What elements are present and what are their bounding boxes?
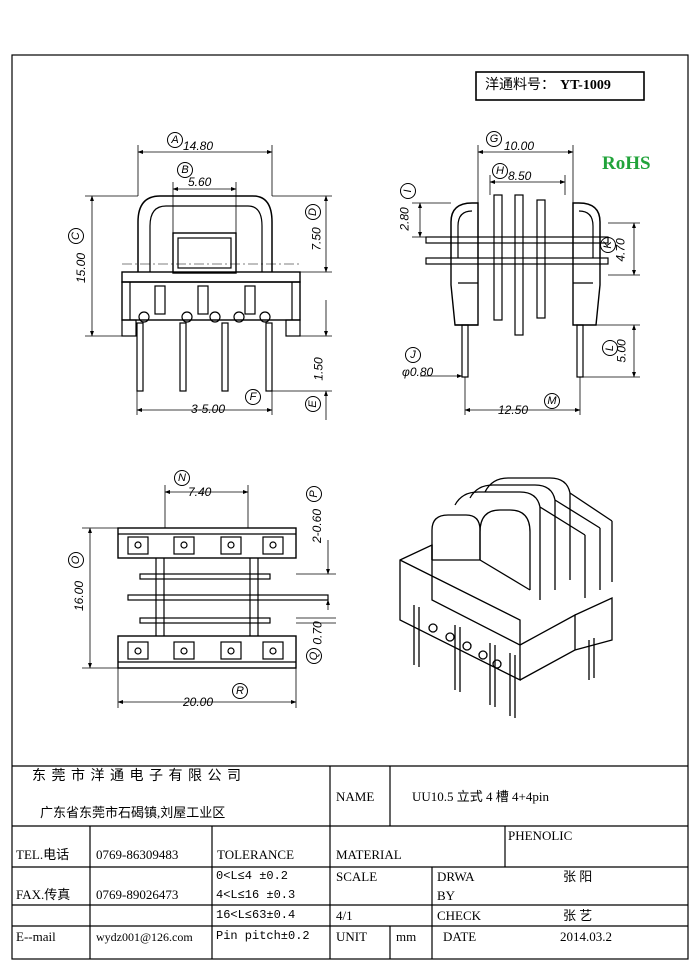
name-label: NAME — [336, 789, 375, 804]
material-value: PHENOLIC — [508, 828, 573, 843]
check-value: 张 艺 — [563, 908, 593, 923]
dim-letter-a: A — [167, 132, 183, 148]
side-view — [412, 145, 640, 415]
dim-value-e: 1.50 — [311, 357, 326, 381]
part-number-label: 洋通料号： — [485, 78, 555, 93]
dim-value-m: 12.50 — [498, 403, 529, 417]
tel-value: 0769-86309483 — [96, 847, 179, 862]
rohs-mark: RoHS — [602, 153, 651, 174]
tolerance-row-3: 16<L≤63±0.4 — [216, 908, 296, 922]
dim-letter-p: P — [306, 486, 322, 502]
dim-letter-c: C — [68, 228, 84, 244]
dim-letter-g: G — [486, 131, 502, 147]
fax-label: FAX.传真 — [16, 887, 71, 902]
dim-value-b: 5.60 — [188, 175, 212, 189]
material-label: MATERIAL — [336, 847, 402, 862]
dim-value-n: 7.40 — [188, 485, 212, 499]
check-label: CHECK — [437, 908, 482, 923]
title-block-grid — [12, 765, 688, 959]
front-view — [85, 145, 332, 420]
dim-value-o: 16.00 — [72, 580, 87, 612]
tel-label: TEL.电话 — [16, 847, 70, 862]
tolerance-row-1: 0<L≤4 ±0.2 — [216, 869, 289, 883]
name-value: UU10.5 立式 4 槽 4+4pin — [412, 789, 549, 804]
dim-value-h: 8.50 — [508, 169, 532, 183]
dim-letter-j: J — [405, 347, 421, 363]
tolerance-row-4: Pin pitch±0.2 — [216, 929, 310, 943]
dim-value-a: 14.80 — [183, 139, 214, 153]
email-label: E--mail — [16, 929, 56, 944]
dim-value-g: 10.00 — [504, 139, 535, 153]
tolerance-row-2: 4<L≤16 ±0.3 — [216, 888, 296, 902]
company-address: 广东省东莞市石碣镇,刘屋工业区 — [40, 805, 226, 820]
tolerance-label: TOLERANCE — [217, 847, 295, 862]
dim-letter-d: D — [305, 204, 321, 220]
dim-letter-h: H — [492, 163, 508, 179]
isometric-view — [399, 477, 613, 718]
sheet-border — [11, 54, 689, 960]
dim-letter-r: R — [232, 683, 248, 699]
dim-letter-n: N — [174, 470, 190, 486]
company-name: 东 莞 市 洋 通 电 子 有 限 公 司 — [32, 769, 242, 784]
dim-value-l: 5.00 — [614, 339, 629, 363]
dim-value-q: 0.70 — [310, 621, 325, 645]
dim-letter-q: Q — [306, 648, 322, 664]
drawn-by-label: DRWA — [437, 869, 475, 884]
dim-letter-b: B — [177, 162, 193, 178]
dim-letter-f: F — [245, 389, 261, 405]
dim-value-j: φ0.80 — [402, 365, 434, 379]
fax-value: 0769-89026473 — [96, 887, 179, 902]
dim-value-c: 15.00 — [74, 252, 89, 284]
date-value: 2014.03.2 — [560, 929, 612, 944]
unit-label: UNIT — [336, 929, 368, 944]
dim-letter-o: O — [68, 552, 84, 568]
drawn-by-value: 张 阳 — [563, 869, 593, 884]
dim-letter-i: I — [400, 183, 416, 199]
dim-letter-m: M — [544, 393, 560, 409]
drawn-by-label-2: BY — [437, 888, 456, 903]
scale-label: SCALE — [336, 869, 378, 884]
part-number-value: YT-1009 — [560, 78, 611, 93]
bottom-view — [82, 485, 336, 708]
dim-value-r: 20.00 — [183, 695, 214, 709]
dim-value-p: 2-0.60 — [310, 508, 325, 544]
email-value: wydz001@126.com — [96, 930, 193, 944]
dim-value-d: 7.50 — [309, 227, 324, 251]
scale-value: 4/1 — [336, 908, 353, 923]
part-number-box — [475, 71, 645, 101]
dim-value-f: 3-5.00 — [191, 402, 226, 416]
dim-value-k: 4.70 — [613, 238, 628, 262]
date-label: DATE — [443, 929, 477, 944]
dim-value-i: 2.80 — [397, 207, 412, 231]
dim-letter-e: E — [305, 396, 321, 412]
unit-value: mm — [396, 929, 417, 944]
